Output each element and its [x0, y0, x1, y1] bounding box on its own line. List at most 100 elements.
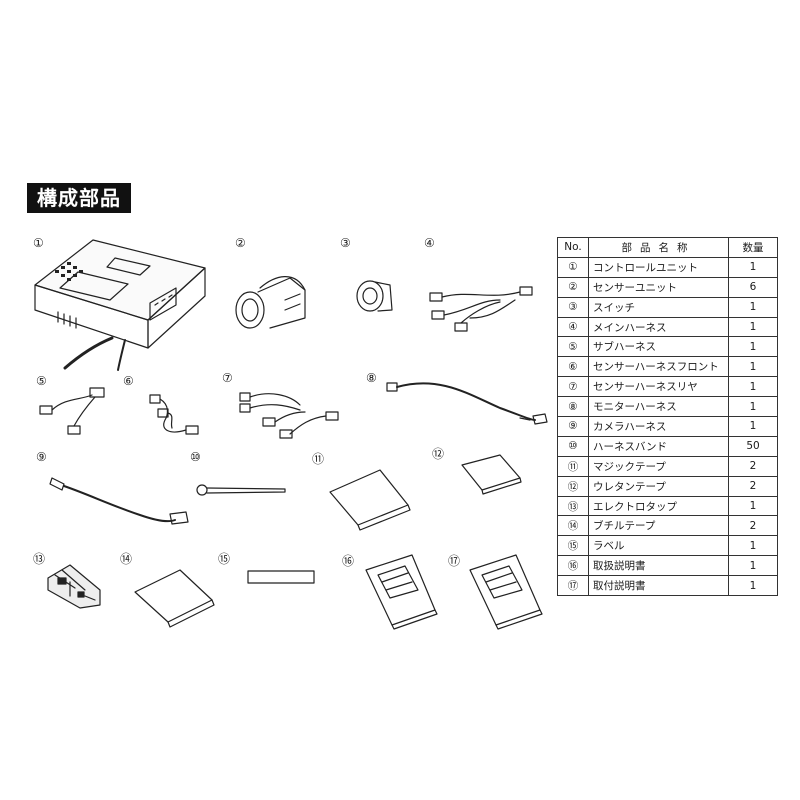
monitor-harness-drawing — [386, 382, 548, 425]
row-name: センサーハーネスフロント — [588, 356, 729, 378]
row-no: ⑬ — [557, 495, 589, 517]
item-number-3: ③ — [340, 236, 351, 250]
header-no: No. — [557, 237, 589, 258]
electro-tap-drawing — [47, 564, 101, 609]
row-no: ⑥ — [557, 356, 589, 378]
item-number-15: ⑮ — [218, 552, 231, 566]
row-name: ハーネスバンド — [588, 435, 729, 457]
item-number-11: ⑪ — [312, 452, 325, 466]
row-no: ⑫ — [557, 475, 589, 497]
item-number-8: ⑧ — [366, 371, 377, 385]
row-qty: 1 — [728, 495, 778, 517]
row-qty: 2 — [728, 475, 778, 497]
row-qty: 1 — [728, 256, 778, 278]
section-heading: 構成部品 — [27, 183, 131, 213]
item-number-2: ② — [235, 236, 246, 250]
row-no: ⑤ — [557, 336, 589, 358]
item-number-14: ⑭ — [120, 552, 133, 566]
row-no: ② — [557, 276, 589, 298]
sub-harness-drawing — [39, 387, 105, 435]
item-number-5: ⑤ — [36, 374, 47, 388]
row-qty: 1 — [728, 316, 778, 338]
item-number-6: ⑥ — [123, 374, 134, 388]
header-name: 部品名称 — [588, 237, 729, 258]
row-qty: 50 — [728, 435, 778, 457]
row-name: 取付説明書 — [588, 575, 729, 597]
row-no: ⑰ — [557, 575, 589, 597]
item-number-17: ⑰ — [448, 554, 461, 568]
sensor-unit-drawing — [235, 276, 306, 329]
table-header-row: No. 部品名称 数量 — [557, 237, 778, 258]
row-name: ラベル — [588, 535, 729, 557]
row-qty: 1 — [728, 575, 778, 597]
item-number-13: ⑬ — [33, 552, 46, 566]
magic-tape-drawing — [329, 469, 411, 531]
item-number-1: ① — [33, 236, 44, 250]
row-name: ブチルテープ — [588, 515, 729, 537]
row-qty: 1 — [728, 296, 778, 318]
row-name: スイッチ — [588, 296, 729, 318]
butyl-tape-drawing — [134, 569, 215, 628]
camera-harness-drawing — [49, 477, 189, 525]
row-qty: 6 — [728, 276, 778, 298]
switch-drawing — [356, 280, 393, 312]
row-name: エレクトロタップ — [588, 495, 729, 517]
row-name: モニターハーネス — [588, 396, 729, 418]
control-unit-drawing — [34, 239, 206, 371]
row-no: ⑧ — [557, 396, 589, 418]
row-qty: 2 — [728, 515, 778, 537]
row-qty: 1 — [728, 376, 778, 398]
instruction-manual-drawing — [365, 554, 438, 630]
sensor-harness-rear-drawing — [239, 392, 339, 439]
row-qty: 1 — [728, 535, 778, 557]
label-drawing — [247, 570, 315, 584]
row-name: メインハーネス — [588, 316, 729, 338]
row-no: ① — [557, 256, 589, 278]
row-no: ⑮ — [557, 535, 589, 557]
row-name: センサーハーネスリヤ — [588, 376, 729, 398]
installation-manual-drawing — [469, 554, 543, 630]
urethane-tape-drawing — [461, 454, 522, 495]
row-no: ⑦ — [557, 376, 589, 398]
row-qty: 1 — [728, 356, 778, 378]
row-name: ウレタンテープ — [588, 475, 729, 497]
row-name: 取扱説明書 — [588, 555, 729, 577]
sensor-harness-front-drawing — [149, 394, 199, 435]
row-name: コントロールユニット — [588, 256, 729, 278]
harness-band-drawing — [196, 484, 286, 496]
item-number-16: ⑯ — [342, 554, 355, 568]
row-no: ⑯ — [557, 555, 589, 577]
row-qty: 1 — [728, 396, 778, 418]
item-number-4: ④ — [424, 236, 435, 250]
row-qty: 1 — [728, 336, 778, 358]
row-name: サブハーネス — [588, 336, 729, 358]
row-no: ④ — [557, 316, 589, 338]
row-name: マジックテープ — [588, 455, 729, 477]
row-no: ⑭ — [557, 515, 589, 537]
item-number-10: ⑩ — [190, 450, 201, 464]
row-no: ⑪ — [557, 455, 589, 477]
row-qty: 1 — [728, 416, 778, 437]
header-qty: 数量 — [728, 237, 778, 258]
item-number-12: ⑫ — [432, 447, 445, 461]
item-number-7: ⑦ — [222, 371, 233, 385]
